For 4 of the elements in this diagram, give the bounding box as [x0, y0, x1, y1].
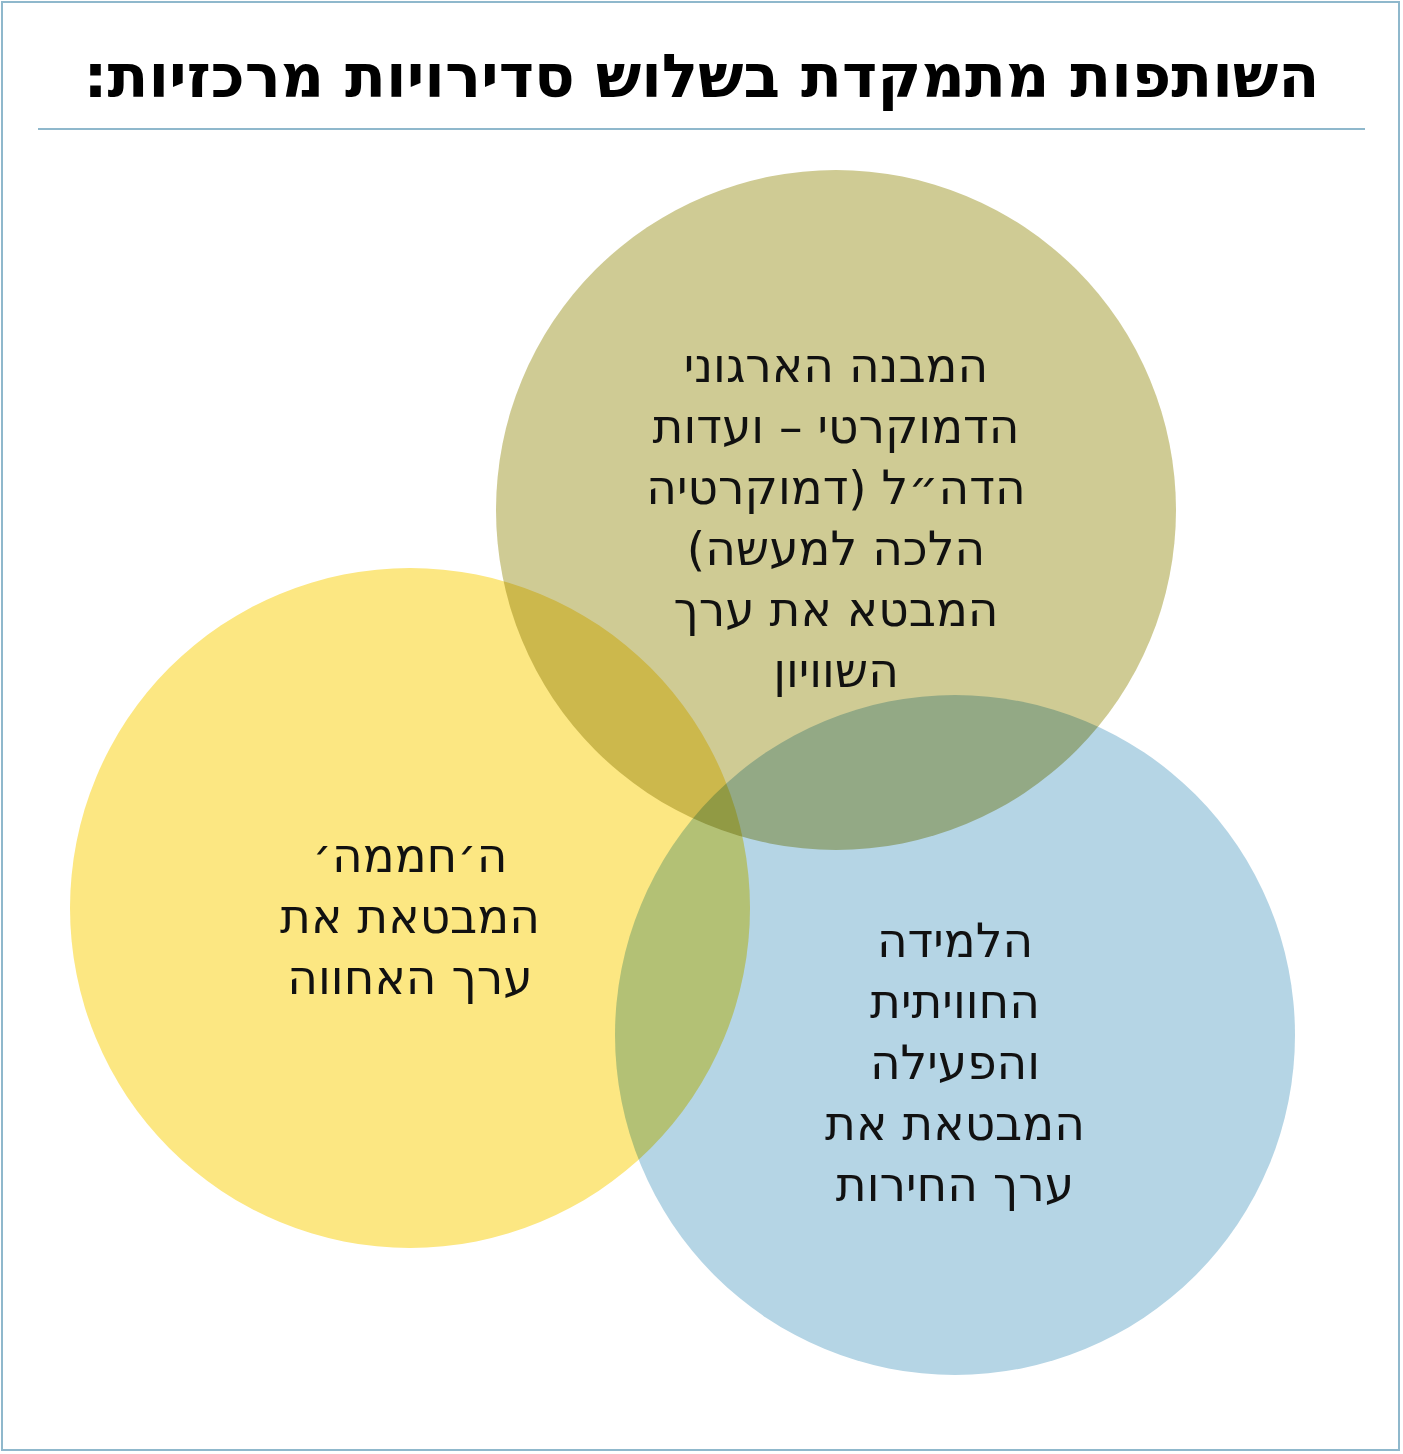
circle-label: המבנה הארגוני הדמוקרטי – ועדות הדה״ל (דמוקרטיה הלכה למעשה) המבטא את ערך השוויון	[645, 337, 1027, 700]
title: השותפות מתמקדת בשלוש סדירויות מרכזיות:	[82, 40, 1321, 112]
circle-label: הלמידה החוויתית והפעילה המבטאת את ערך החירות	[824, 912, 1086, 1214]
circle-label: ה׳חממה׳ המבטאת את ערך האחווה	[279, 827, 541, 1007]
